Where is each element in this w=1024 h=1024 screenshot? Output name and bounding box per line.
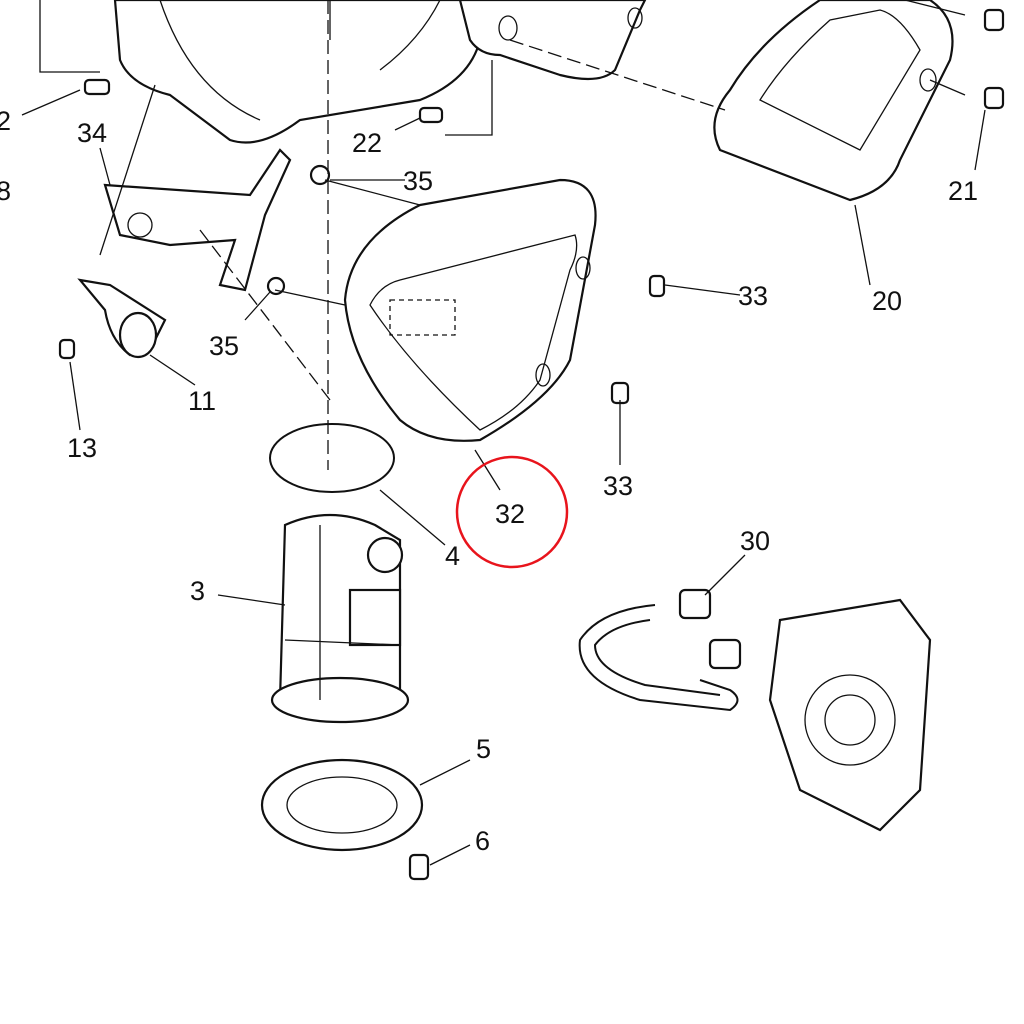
label-5: 5 <box>476 734 491 764</box>
label-8: 8 <box>0 176 11 206</box>
label-30: 30 <box>740 526 770 556</box>
tank-bracket <box>458 0 647 81</box>
side-cover-32 <box>343 178 597 442</box>
label-2: 2 <box>0 106 11 136</box>
assembly-lines <box>39 0 966 470</box>
label-35: 35 <box>403 166 433 196</box>
label-20: 20 <box>872 286 902 316</box>
fuel-pump <box>270 513 410 724</box>
o-ring <box>269 423 395 493</box>
screws <box>58 8 1005 881</box>
part-labels: 2 34 8 22 35 21 20 33 35 11 13 33 32 4 3… <box>0 106 978 856</box>
label-33: 33 <box>603 471 633 501</box>
highlight-circle <box>455 455 569 569</box>
fuel-tank <box>113 0 482 144</box>
label-35: 35 <box>209 331 239 361</box>
pump-gasket <box>260 758 424 852</box>
label-34: 34 <box>77 118 107 148</box>
bracket-11 <box>77 278 167 359</box>
throttle-body <box>768 598 932 832</box>
label-22: 22 <box>352 128 382 158</box>
leader-lines <box>21 89 986 866</box>
fuel-hose <box>578 588 742 712</box>
label-13: 13 <box>67 433 97 463</box>
label-6: 6 <box>475 826 490 856</box>
label-11: 11 <box>188 386 216 416</box>
label-4: 4 <box>445 541 460 571</box>
label-32: 32 <box>495 499 525 529</box>
label-3: 3 <box>190 576 205 606</box>
label-21: 21 <box>948 176 978 206</box>
label-33: 33 <box>738 281 768 311</box>
bracket-34 <box>103 148 292 292</box>
side-cover-right <box>713 0 954 202</box>
